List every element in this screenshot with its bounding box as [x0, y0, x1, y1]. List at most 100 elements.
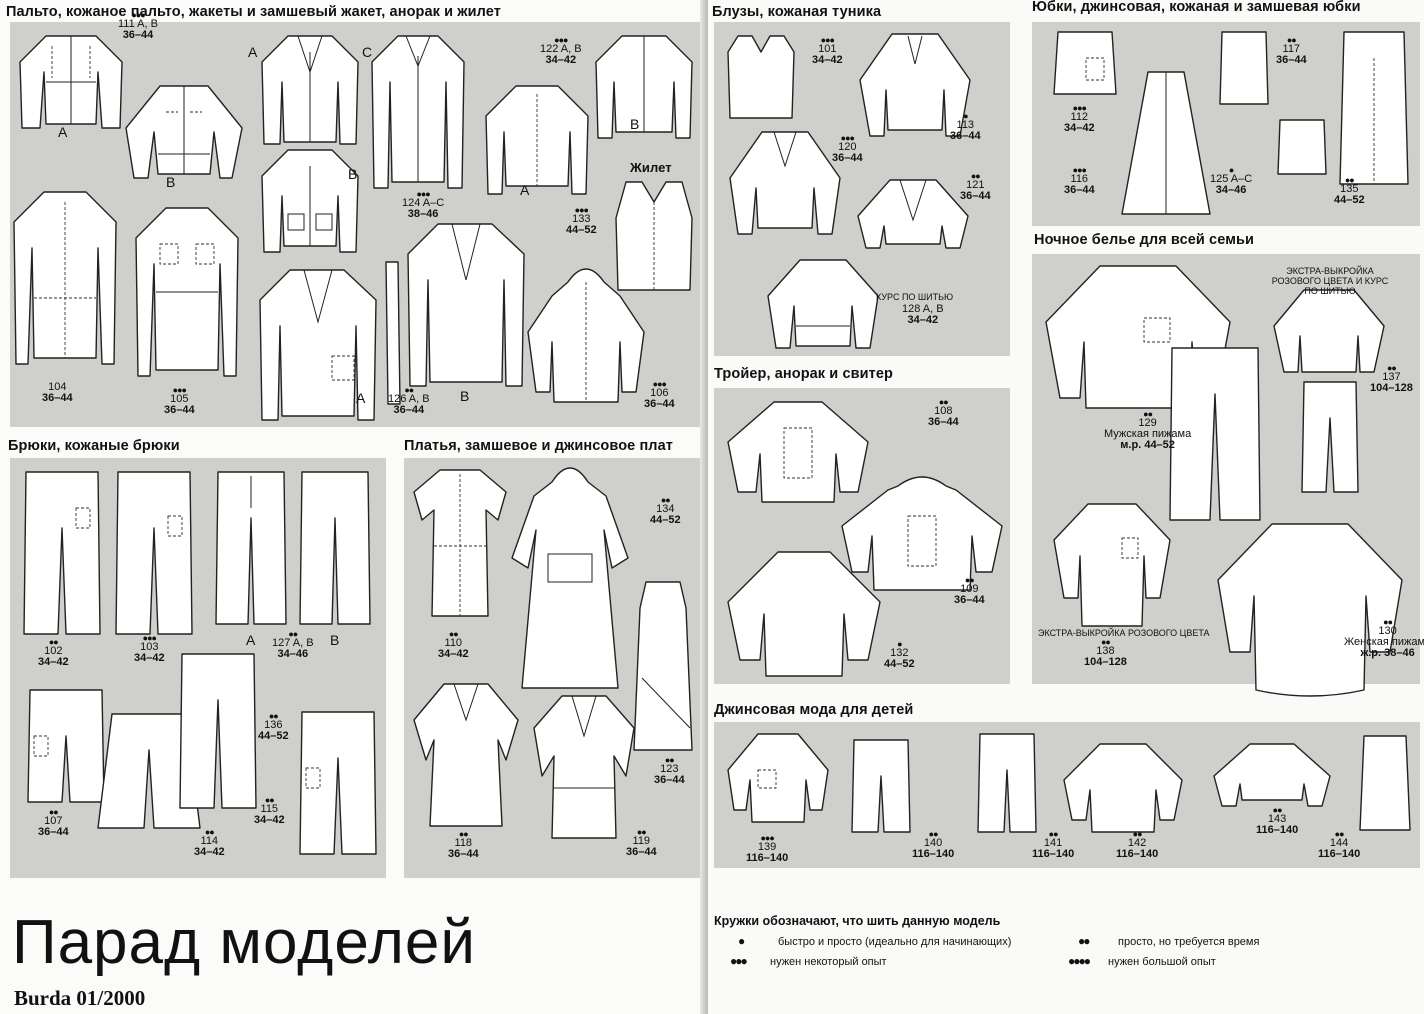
garment-kids-pants-141 — [977, 733, 1037, 833]
garment-coat-105 — [135, 207, 239, 377]
garment-trousers-107 — [27, 689, 105, 803]
variant-letter: B — [460, 388, 470, 404]
garment-blouse-113 — [859, 33, 971, 137]
garment-blouse-121 — [857, 179, 969, 249]
garment-coat-126a — [259, 269, 377, 421]
variant-letter: A — [356, 390, 366, 406]
section-heading-dresses: Платья, замшевое и джинсовое плат — [404, 438, 673, 454]
variant-letter: C — [362, 44, 373, 60]
garment-tunic-128 — [767, 259, 879, 349]
garment-trousers-102 — [23, 471, 101, 635]
garment-dress-119 — [533, 695, 635, 839]
garment-nightshirt-130 — [1217, 523, 1403, 697]
garment-dress-123 — [633, 581, 693, 751]
garment-trousers-103 — [115, 471, 193, 635]
variant-letter: B — [348, 166, 358, 182]
garment-skirt-117 — [1219, 31, 1269, 105]
garment-trousers-115 — [179, 653, 257, 809]
garment-anorak-106 — [527, 268, 645, 403]
garment-sweater-132 — [727, 551, 881, 677]
issue-label: Burda 01/2000 — [14, 986, 146, 1010]
garment-coat-126b — [407, 223, 525, 387]
variant-letter: B — [330, 632, 340, 648]
garment-jacket-124b — [261, 149, 359, 253]
variant-letter: A — [58, 124, 68, 140]
extra-pattern-label: ЭКСТРА-ВЫКРОЙКА РОЗОВОГО ЦВЕТА — [1038, 628, 1210, 638]
garment-pyjama-top-137 — [1273, 289, 1385, 373]
sewing-course-label: КУРС ПО ШИТЬЮ — [876, 292, 954, 302]
left-page: Пальто, кожаное пальто, жакеты и замшевы… — [0, 0, 708, 1014]
garment-jacket-111a — [19, 35, 123, 129]
extra-pattern-course-label: ЭКСТРА-ВЫКРОЙКА РОЗОВОГО ЦВЕТА И КУРС ПО… — [1271, 266, 1389, 296]
garment-blazer-124a — [261, 35, 359, 145]
garment-kids-jacket-143 — [1213, 743, 1331, 807]
garment-kids-jacket-142 — [1063, 743, 1183, 833]
legend-item: ●●просто, но требуется время — [1078, 934, 1260, 948]
garment-top-101 — [727, 35, 795, 119]
variant-letter: A — [246, 632, 256, 648]
garment-skirt-112 — [1053, 31, 1117, 95]
garment-dress-110 — [413, 469, 507, 617]
variant-letter: B — [166, 174, 176, 190]
variant-letter: A — [520, 182, 530, 198]
garment-jacket-122a — [485, 85, 589, 195]
garment-kids-skirt-144 — [1359, 735, 1411, 831]
garment-blouse-120 — [729, 131, 841, 235]
section-heading-sleepwear: Ночное белье для всей семьи — [1034, 232, 1255, 248]
garment-kids-jacket-139 — [727, 733, 829, 823]
garment-kids-pants-140 — [851, 739, 911, 833]
garment-coat-124c — [371, 35, 465, 189]
garment-pyjama-pants-129 — [1169, 347, 1261, 521]
right-page: Блузы, кожаная туника Юбки, джинсовая, к… — [708, 0, 1424, 1014]
vest-label: Жилет — [630, 160, 672, 175]
garment-skirt-125 — [1277, 119, 1327, 175]
garment-skirt-116 — [1121, 71, 1211, 215]
garment-nightshirt-138 — [1053, 503, 1171, 627]
garment-jacket-111b — [125, 85, 243, 179]
garment-belt-126 — [385, 261, 401, 405]
garment-dress-134 — [511, 467, 629, 689]
garment-anorak-109 — [841, 476, 1003, 591]
legend-item: ●быстро и просто (идеально для начинающи… — [738, 934, 1012, 948]
variant-letter: B — [630, 116, 640, 132]
garment-coat-104 — [13, 191, 117, 365]
garment-troyer-108 — [727, 401, 869, 503]
page-title: Парад моделей — [12, 908, 477, 977]
legend-item: ●●●●нужен большой опыт — [1068, 954, 1216, 968]
